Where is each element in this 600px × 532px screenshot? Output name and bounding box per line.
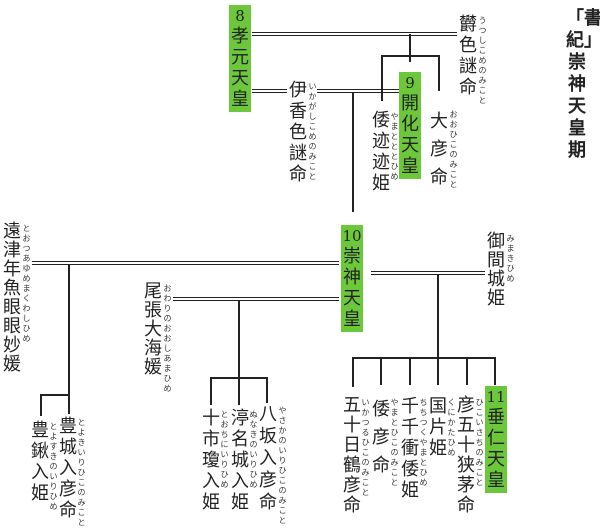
person-name: 十市瓊入姫 xyxy=(202,408,220,513)
marriage-line xyxy=(371,271,485,275)
person-reading: ちちつくやまとひめ xyxy=(419,398,428,487)
person-reading: うつしこめのみこと xyxy=(478,16,487,105)
marriage-line xyxy=(252,32,457,36)
person-name: 豊鍬入姫 xyxy=(31,420,49,504)
person-reading: くにかたひめ xyxy=(447,398,456,457)
descent-line xyxy=(466,357,468,385)
person-reading: みまきひめ xyxy=(506,234,515,283)
person-reading: とおちにいりひめ xyxy=(220,410,229,489)
person-reading: やまとととひめ xyxy=(390,112,399,181)
descent-line xyxy=(437,274,439,358)
marriage-line xyxy=(252,89,287,93)
person-reading: とよきいりひこのみこと xyxy=(77,418,86,527)
person-reading: おわりのおおしあまひめ xyxy=(163,284,172,393)
descent-line xyxy=(68,264,70,414)
descent-line xyxy=(380,357,382,385)
marriage-line xyxy=(173,297,339,301)
descent-line xyxy=(494,357,496,385)
descent-line xyxy=(438,55,440,91)
emperor-name: 孝元天皇 xyxy=(231,26,249,110)
emperor-name: 崇神天皇 xyxy=(343,246,361,330)
person-name: 倭迹迹姫 xyxy=(372,110,390,194)
emperor-number: 8 xyxy=(235,7,245,25)
person-name: 倭彦命 xyxy=(372,399,390,476)
emperor-name: 垂仁天皇 xyxy=(487,407,505,491)
person-reading: ひこいさちのみこと xyxy=(475,398,484,487)
person-name: 伊香色謎命 xyxy=(289,80,307,185)
person-reading: いかがしこめのみこと xyxy=(308,82,317,181)
descent-line xyxy=(352,357,354,387)
person-name: 渟名城入姫 xyxy=(231,408,249,513)
person-name: 遠津年魚眼眼妙媛 xyxy=(3,221,21,375)
person-reading: やまとひこのみこと xyxy=(390,398,399,487)
descent-line xyxy=(40,394,42,416)
descent-line xyxy=(238,377,240,405)
descent-line xyxy=(238,300,240,378)
descent-line xyxy=(409,357,411,385)
person-name: 彦五十狭茅命 xyxy=(457,395,475,516)
person-reading: とおつあゆめまくわしひめ xyxy=(22,224,31,343)
sibling-line xyxy=(40,394,69,396)
sibling-line xyxy=(381,55,439,57)
marriage-line xyxy=(32,261,339,265)
person-reading: とよすきのいりひめ xyxy=(49,422,58,511)
diagram-title: 「書紀」崇神天皇期 xyxy=(566,8,600,161)
person-name: 豊城入彦命 xyxy=(59,416,77,521)
person-reading: いかつるひこのみこと xyxy=(361,398,370,497)
sibling-line xyxy=(352,357,495,359)
person-name: 国片姫 xyxy=(429,396,447,459)
emperor-number: 11 xyxy=(486,388,506,406)
marriage-line xyxy=(317,89,399,93)
person-reading: やさかのいりひこのみこと xyxy=(278,406,287,525)
person-reading: ぬなきのいりひめ xyxy=(249,410,258,489)
person-name: 欝色謎命 xyxy=(459,14,477,98)
emperor-number: 9 xyxy=(405,74,415,92)
person-name: 尾張大海媛 xyxy=(144,281,162,378)
person-name: 御間城姫 xyxy=(487,231,505,309)
descent-line xyxy=(409,34,411,62)
person-name: 五十日鶴彦命 xyxy=(343,395,361,516)
person-name: 大彦命 xyxy=(430,111,448,188)
person-name: 八坂入彦命 xyxy=(259,404,277,513)
descent-line xyxy=(266,377,268,403)
descent-line xyxy=(352,92,354,212)
descent-line xyxy=(210,377,212,405)
descent-line xyxy=(381,55,383,101)
emperor-number: 10 xyxy=(342,227,362,245)
descent-line xyxy=(437,357,439,385)
person-name: 千千衝倭姫 xyxy=(401,396,419,501)
person-reading: おおひこのみこと xyxy=(449,110,458,189)
emperor-name: 開化天皇 xyxy=(401,93,419,177)
